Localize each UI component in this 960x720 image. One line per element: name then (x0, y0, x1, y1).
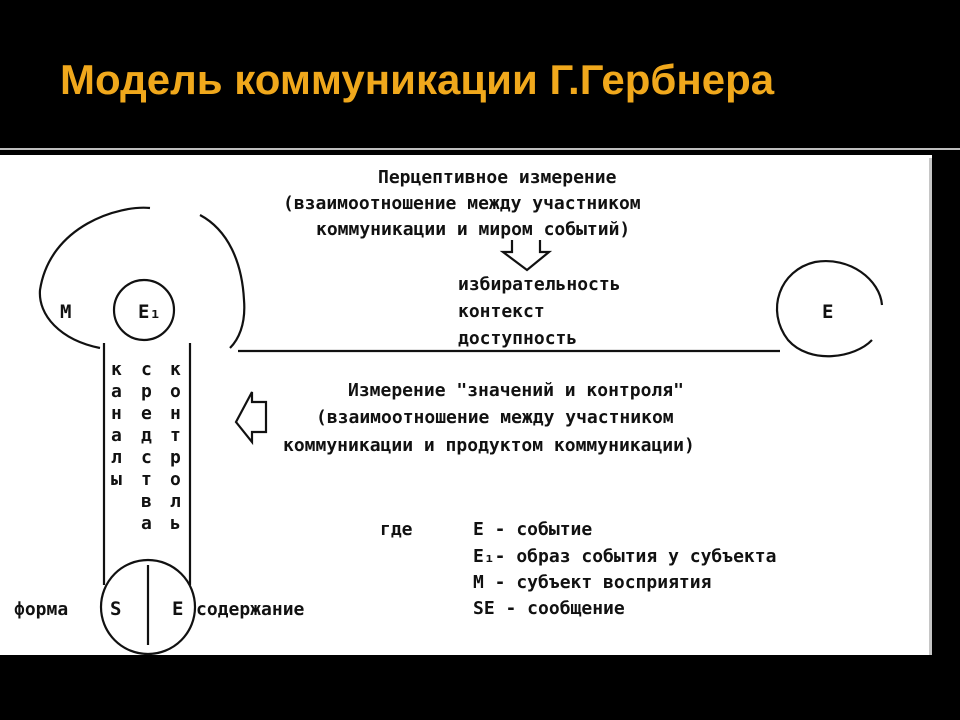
control-letter: о (170, 469, 181, 490)
channels-column: к а н а л ы (111, 359, 122, 490)
perceptual-line-2: (взаимоотношение между участником (283, 193, 641, 214)
message-form-symbol: S (110, 598, 121, 620)
meaning-line-2: (взаимоотношение между участником (316, 407, 674, 428)
message-content-symbol: E (172, 598, 183, 620)
title-divider (0, 148, 960, 150)
channels-letter: к (111, 359, 122, 380)
control-letter: ь (170, 513, 181, 534)
arrow-down-icon (499, 240, 553, 272)
message-circle (99, 558, 197, 655)
means-column: с р е д с т в а (141, 359, 152, 534)
means-letter: д (141, 425, 152, 446)
legend-item: E₁- образ события у субъекта (473, 546, 776, 567)
perceptual-line-1: Перцептивное измерение (378, 167, 617, 188)
means-letter: в (141, 491, 152, 512)
event-image-label: E₁ (138, 301, 161, 323)
figure-edge (929, 158, 932, 655)
legend-item: E - событие (473, 519, 592, 540)
arrow-left-icon (234, 391, 268, 446)
legend-item: SE - сообщение (473, 598, 625, 619)
means-letter: е (141, 403, 152, 424)
perceptual-line-3: коммуникации и миром событий) (316, 219, 630, 240)
meaning-line-3: коммуникации и продуктом коммуникации) (283, 435, 695, 456)
legend-where: где (380, 519, 413, 540)
means-letter: т (141, 469, 152, 490)
channels-letter: н (111, 403, 122, 424)
means-letter: р (141, 381, 152, 402)
control-letter: к (170, 359, 181, 380)
event-image-circle (112, 278, 176, 342)
control-letter: л (170, 491, 181, 512)
means-letter: а (141, 513, 152, 534)
channels-letter: а (111, 425, 122, 446)
perceiver-label: M (60, 301, 71, 323)
means-letter: с (141, 447, 152, 468)
factor-context: контекст (458, 301, 545, 322)
control-letter: р (170, 447, 181, 468)
diagram-canvas: M E₁ Перцептивное измерение (взаимоотнош… (14, 167, 884, 655)
perception-circle (38, 206, 246, 350)
meaning-line-1: Измерение "значений и контроля" (348, 380, 684, 401)
event-label: E (822, 301, 833, 323)
gerbner-diagram: M E₁ Перцептивное измерение (взаимоотнош… (0, 155, 932, 655)
control-column: к о н т р о л ь (170, 359, 181, 534)
channels-letter: а (111, 381, 122, 402)
legend-item: M - субъект восприятия (473, 572, 711, 593)
control-letter: о (170, 381, 181, 402)
factor-selectivity: избирательность (458, 274, 621, 295)
factor-accessibility: доступность (458, 328, 577, 349)
channels-letter: л (111, 447, 122, 468)
means-letter: с (141, 359, 152, 380)
control-letter: т (170, 425, 181, 446)
channels-letter: ы (111, 469, 122, 490)
form-label: форма (14, 599, 68, 620)
slide-title: Модель коммуникации Г.Гербнера (60, 56, 775, 103)
event-circle (776, 259, 884, 358)
content-label: содержание (196, 599, 305, 620)
control-letter: н (170, 403, 181, 424)
